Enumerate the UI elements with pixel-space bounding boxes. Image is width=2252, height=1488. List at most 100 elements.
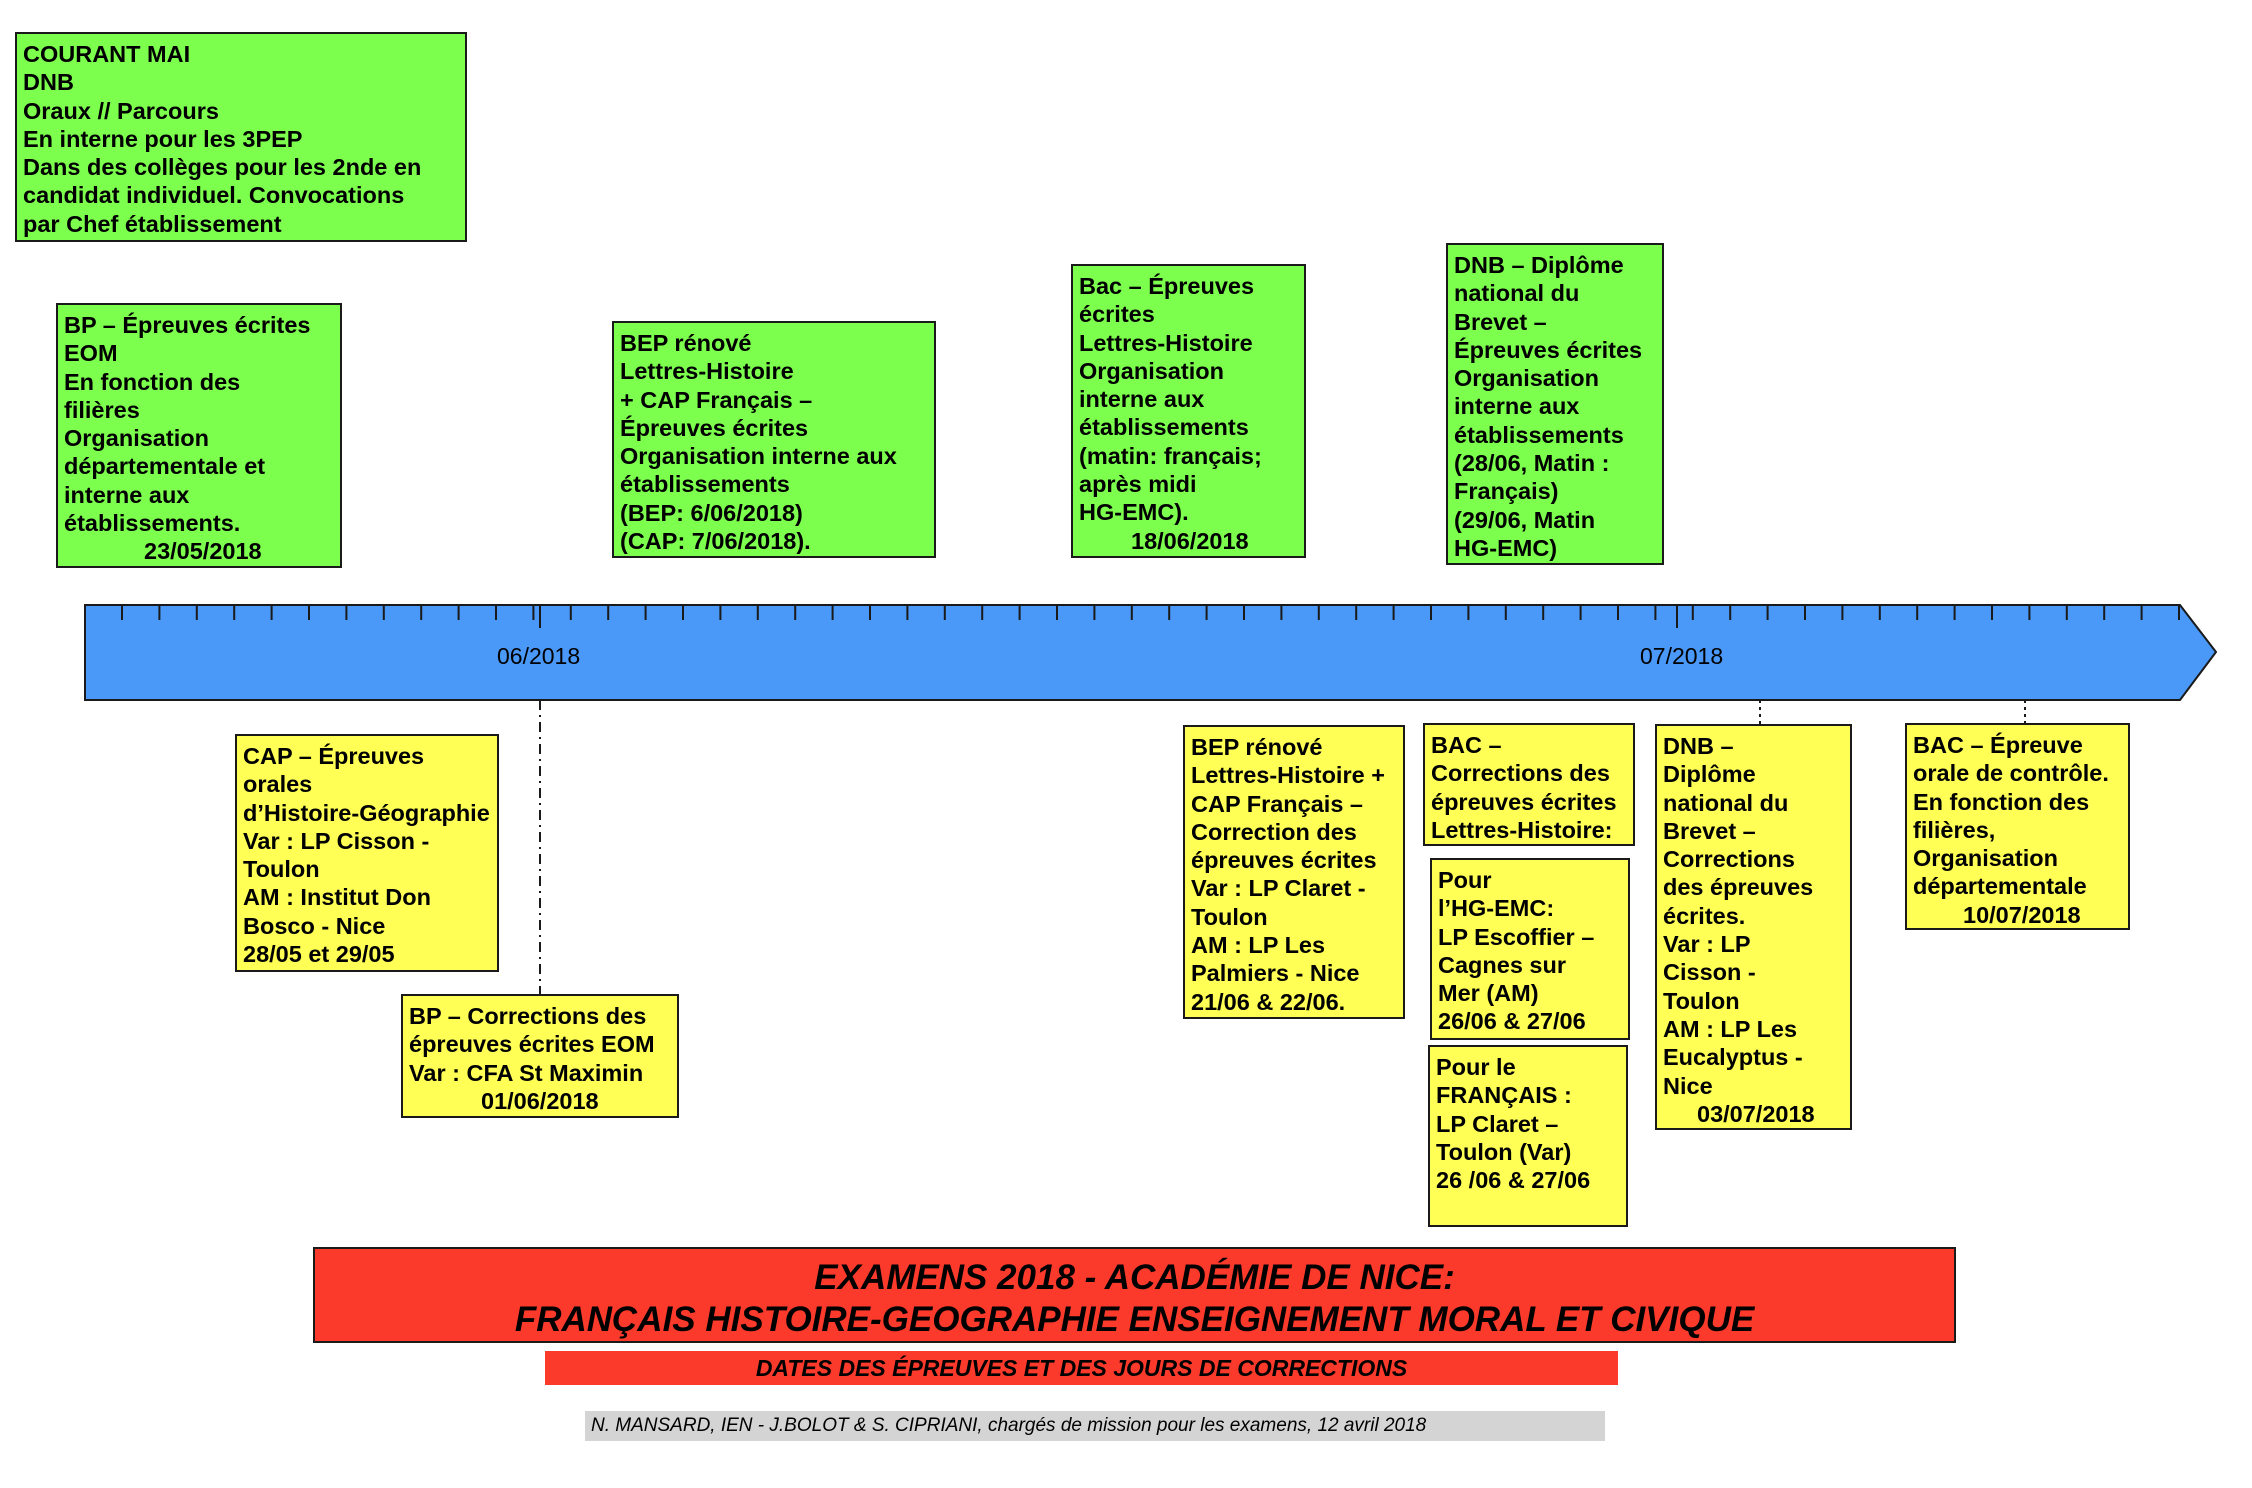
page-title: EXAMENS 2018 - ACADÉMIE DE NICE: FRANÇAI… bbox=[313, 1247, 1956, 1343]
event-line: Pour bbox=[1438, 867, 1492, 893]
event-date: 01/06/2018 bbox=[481, 1087, 599, 1114]
event-line: Épreuves écrites bbox=[1454, 336, 1643, 363]
event-line: Toulon bbox=[1663, 987, 1740, 1014]
event-line: Var : LP Cisson - bbox=[243, 827, 430, 854]
event-bac-orale-controle: BAC – Épreuve orale de contrôle. En fonc… bbox=[1905, 723, 2130, 930]
event-line: CAP Français – bbox=[1191, 790, 1363, 817]
event-line: établissements. bbox=[64, 510, 241, 537]
event-line: Toulon (Var) bbox=[1436, 1138, 1572, 1165]
event-line: Brevet – bbox=[1454, 308, 1547, 335]
event-dnb-ecrites: DNB – Diplôme national du Brevet – Épreu… bbox=[1446, 243, 1664, 565]
event-line: départementale bbox=[1913, 873, 2087, 900]
event-line: Toulon bbox=[1191, 903, 1268, 930]
event-line: Brevet – bbox=[1663, 817, 1756, 844]
event-line: Dans des collèges pour les 2nde en bbox=[23, 154, 422, 181]
event-line: AM : Institut Don bbox=[243, 884, 431, 911]
event-line: BP – Corrections des bbox=[409, 1003, 647, 1029]
event-date: 10/07/2018 bbox=[1963, 901, 2081, 928]
event-line: HG-EMC) bbox=[1454, 534, 1558, 561]
event-line: candidat individuel. Convocations bbox=[23, 182, 405, 209]
event-line: écrites. bbox=[1663, 902, 1746, 929]
event-line: 26 /06 & 27/06 bbox=[1436, 1167, 1591, 1194]
event-line: Organisation bbox=[1454, 365, 1599, 392]
event-line: DNB bbox=[23, 69, 74, 96]
event-line: Var : LP Claret - bbox=[1191, 875, 1366, 902]
event-line: 28/05 et 29/05 bbox=[243, 941, 395, 968]
event-line: BEP rénové bbox=[620, 330, 752, 356]
event-line: En interne pour les 3PEP bbox=[23, 125, 303, 152]
event-line: BAC – Épreuve bbox=[1913, 732, 2083, 758]
event-line: d’Histoire-Géographie bbox=[243, 799, 490, 826]
event-line: Cisson - bbox=[1663, 959, 1756, 986]
event-line: FRANÇAIS : bbox=[1436, 1082, 1572, 1109]
event-line: écrites bbox=[1079, 301, 1155, 328]
event-line: orale de contrôle. bbox=[1913, 760, 2109, 787]
event-line: Toulon bbox=[243, 856, 320, 883]
event-line: + CAP Français – bbox=[620, 386, 813, 413]
event-bac-ecrites: Bac – Épreuves écrites Lettres-Histoire … bbox=[1071, 264, 1306, 558]
title-line-2: FRANÇAIS HISTOIRE-GEOGRAPHIE ENSEIGNEMEN… bbox=[514, 1300, 1755, 1339]
event-line: interne aux bbox=[1454, 393, 1580, 420]
event-line: Lettres-Histoire bbox=[620, 358, 794, 385]
page-subtitle: DATES DES ÉPREUVES ET DES JOURS DE CORRE… bbox=[545, 1351, 1618, 1385]
event-line: En fonction des bbox=[64, 368, 241, 395]
event-date: 18/06/2018 bbox=[1131, 527, 1249, 554]
event-line: interne aux bbox=[1079, 386, 1205, 413]
event-line: 26/06 & 27/06 bbox=[1438, 1008, 1586, 1035]
event-line: établissements bbox=[620, 471, 790, 498]
event-line: national du bbox=[1454, 280, 1580, 307]
event-line: (29/06, Matin bbox=[1454, 506, 1596, 533]
event-line: LP Escoffier – bbox=[1438, 923, 1595, 950]
event-line: (matin: français; bbox=[1079, 442, 1262, 469]
timeline-ticks bbox=[121, 605, 2180, 628]
event-line: des épreuves bbox=[1663, 874, 1814, 901]
event-line: Diplôme bbox=[1663, 761, 1756, 788]
event-bac-francais: Pour le FRANÇAIS : LP Claret – Toulon (V… bbox=[1428, 1045, 1628, 1227]
event-line: Bosco - Nice bbox=[243, 912, 386, 939]
event-cap-orales: CAP – Épreuves orales d’Histoire-Géograp… bbox=[235, 734, 499, 972]
event-line: départementale et bbox=[64, 453, 266, 480]
credit-line: N. MANSARD, IEN - J.BOLOT & S. CIPRIANI,… bbox=[585, 1411, 1605, 1441]
event-line: BP – Épreuves écrites bbox=[64, 312, 311, 338]
event-line: Eucalyptus - bbox=[1663, 1044, 1803, 1071]
event-date: 23/05/2018 bbox=[144, 538, 262, 565]
event-line: Correction des bbox=[1191, 818, 1357, 845]
event-line: épreuves écrites EOM bbox=[409, 1031, 655, 1058]
event-bp-corrections: BP – Corrections des épreuves écrites EO… bbox=[401, 994, 679, 1118]
event-line: Épreuves écrites bbox=[620, 414, 809, 441]
event-line: établissements bbox=[1079, 414, 1249, 441]
event-line: DNB – bbox=[1663, 733, 1734, 759]
title-line-1: EXAMENS 2018 - ACADÉMIE DE NICE: bbox=[814, 1258, 1455, 1297]
event-line: COURANT MAI bbox=[23, 41, 191, 67]
event-line: filières bbox=[64, 396, 140, 423]
event-line: filières, bbox=[1913, 816, 1996, 843]
event-line: Mer (AM) bbox=[1438, 980, 1539, 1007]
event-line: Organisation bbox=[64, 425, 209, 452]
month-label-june: 06/2018 bbox=[497, 643, 581, 669]
timeline-bar bbox=[84, 604, 2218, 701]
event-line: Oraux // Parcours bbox=[23, 97, 219, 124]
event-line: Corrections bbox=[1663, 846, 1795, 873]
month-label-july: 07/2018 bbox=[1640, 643, 1724, 669]
event-line: Lettres-Histoire: bbox=[1431, 816, 1613, 843]
event-line: Lettres-Histoire bbox=[1079, 329, 1253, 356]
event-line: LP Claret – bbox=[1436, 1110, 1559, 1137]
event-bep-cap-corrections: BEP rénové Lettres-Histoire + CAP França… bbox=[1183, 725, 1405, 1019]
event-line: par Chef établissement bbox=[23, 210, 282, 237]
event-line: orales bbox=[243, 771, 313, 798]
event-line: Var : CFA St Maximin bbox=[409, 1059, 644, 1086]
event-line: Français) bbox=[1454, 478, 1559, 505]
event-line: national du bbox=[1663, 789, 1789, 816]
event-line: Lettres-Histoire + bbox=[1191, 762, 1385, 789]
event-line: Palmiers - Nice bbox=[1191, 960, 1360, 987]
event-date: 03/07/2018 bbox=[1697, 1100, 1815, 1127]
event-line: EOM bbox=[64, 340, 118, 367]
event-line: établissements bbox=[1454, 421, 1624, 448]
event-line: (CAP: 7/06/2018). bbox=[620, 528, 811, 555]
event-line: 21/06 & 22/06. bbox=[1191, 988, 1346, 1015]
event-line: l’HG-EMC: bbox=[1438, 895, 1555, 922]
event-line: (BEP: 6/06/2018) bbox=[620, 499, 803, 526]
event-line: Bac – Épreuves bbox=[1079, 273, 1255, 299]
event-line: En fonction des bbox=[1913, 788, 2090, 815]
